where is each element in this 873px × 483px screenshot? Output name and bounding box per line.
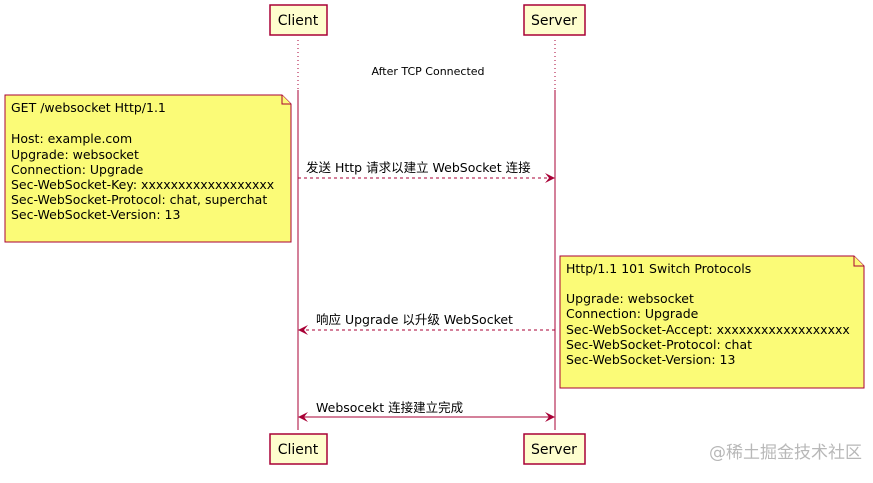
request-note-line-4: Upgrade: websocket	[11, 147, 139, 162]
response-message-label: 响应 Upgrade 以升级 WebSocket	[316, 312, 513, 327]
response-note-line-4: Connection: Upgrade	[566, 306, 699, 321]
participant-client-bottom-label: Client	[278, 442, 319, 458]
request-note-line-1: GET /websocket Http/1.1	[11, 100, 166, 115]
request-note-line-6: Sec-WebSocket-Key: xxxxxxxxxxxxxxxxxx	[11, 177, 274, 192]
request-note-line-3: Host: example.com	[11, 131, 132, 146]
response-note-line-7: Sec-WebSocket-Version: 13	[566, 352, 735, 367]
request-note-line-5: Connection: Upgrade	[11, 162, 144, 177]
response-note-line-6: Sec-WebSocket-Protocol: chat	[566, 337, 752, 352]
request-note: GET /websocket Http/1.1 Host: example.co…	[4, 94, 292, 243]
participant-client-top: Client	[269, 4, 328, 36]
response-note-line-3: Upgrade: websocket	[566, 291, 694, 306]
request-message-label: 发送 Http 请求以建立 WebSocket 连接	[306, 160, 531, 175]
participant-server-bottom-label: Server	[531, 442, 577, 458]
response-note-line-5: Sec-WebSocket-Accept: xxxxxxxxxxxxxxxxxx	[566, 322, 850, 337]
response-note: Http/1.1 101 Switch Protocols Upgrade: w…	[559, 255, 865, 389]
divider-label: After TCP Connected	[371, 65, 484, 78]
response-note-line-1: Http/1.1 101 Switch Protocols	[566, 261, 751, 276]
established-message-label: Websocekt 连接建立完成	[316, 400, 463, 415]
participant-server-top: Server	[523, 4, 586, 36]
request-note-line-8: Sec-WebSocket-Version: 13	[11, 207, 180, 222]
watermark: @稀土掘金技术社区	[709, 443, 862, 463]
participant-server-bottom: Server	[523, 433, 586, 465]
participant-server-label: Server	[531, 13, 577, 29]
participant-client-label: Client	[278, 13, 319, 29]
participant-client-bottom: Client	[269, 433, 328, 465]
request-note-line-7: Sec-WebSocket-Protocol: chat, superchat	[11, 192, 267, 207]
